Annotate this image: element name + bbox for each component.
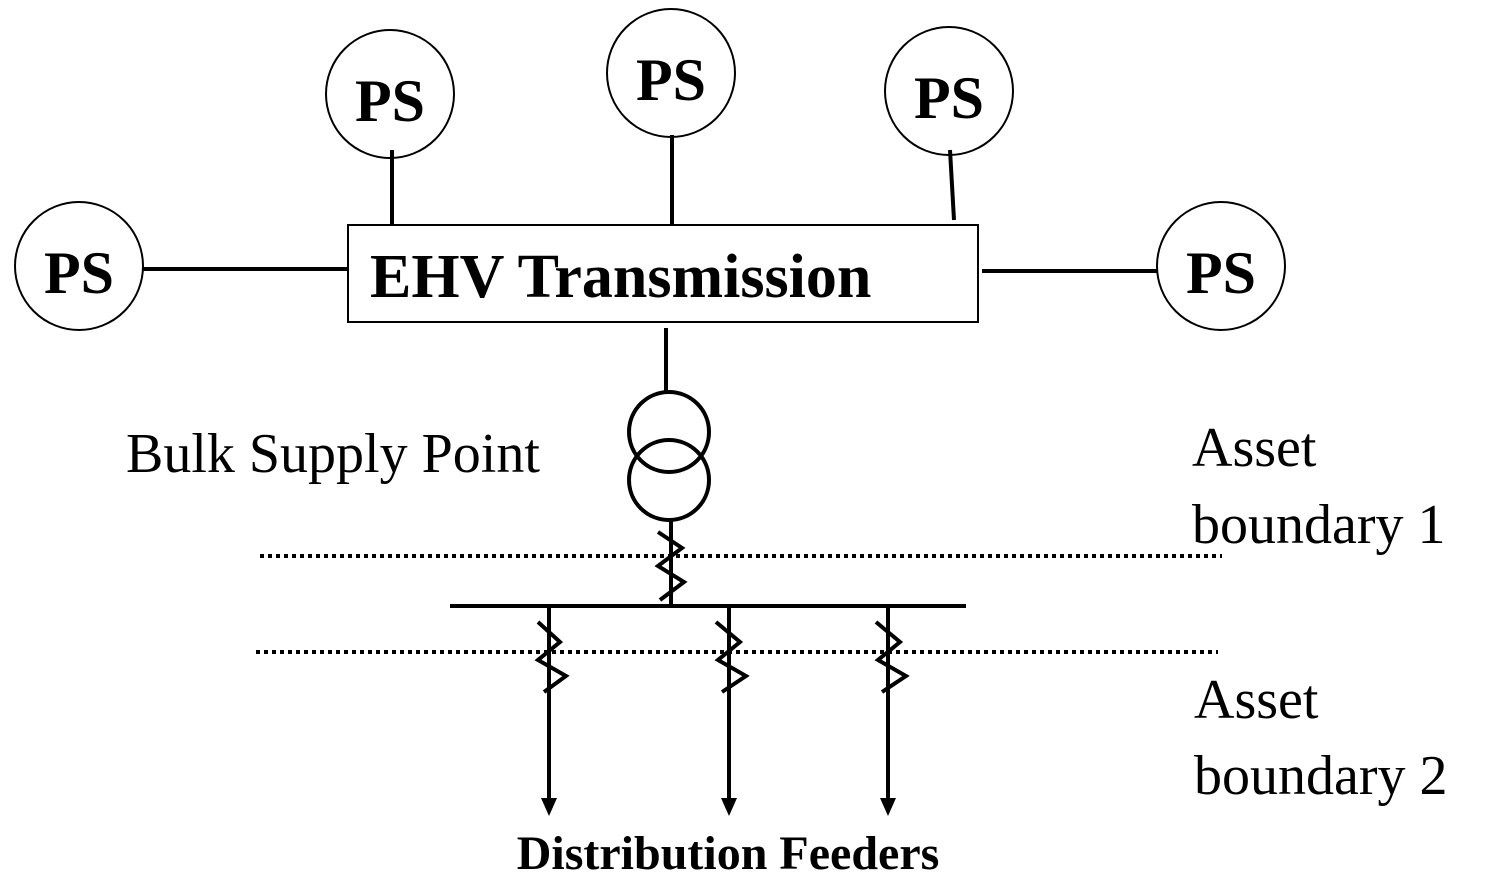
circuit-breaker-icon (874, 620, 910, 694)
power-station-top-left: PS (325, 29, 455, 159)
asset-boundary-1-line2: boundary 1 (1192, 494, 1446, 556)
asset-boundary-label-2: Asset boundary 2 (1194, 669, 1448, 807)
power-station-left: PS (14, 201, 144, 331)
arrow-down-icon (721, 798, 737, 816)
asset-boundary-2-line1: Asset (1194, 669, 1319, 731)
power-station-circle (884, 26, 1014, 156)
power-station-label: PS (44, 240, 114, 306)
bulk-supply-point-label: Bulk Supply Point (126, 423, 540, 485)
power-station-top-right: PS (884, 26, 1014, 156)
power-station-circle (1156, 201, 1286, 331)
distribution-feeders-label: Distribution Feeders (517, 827, 940, 874)
power-station-circle (325, 29, 455, 159)
circuit-breaker-icon (534, 620, 570, 694)
power-station-label: PS (355, 68, 425, 134)
power-station-label: PS (1186, 240, 1256, 306)
arrow-down-icon (541, 798, 557, 816)
connector-ps-top-right (948, 149, 956, 221)
feeder-1 (534, 606, 570, 816)
arrow-down-icon (880, 798, 896, 816)
asset-boundary-2-line2: boundary 2 (1194, 745, 1448, 807)
circuit-breaker-icon (654, 530, 688, 602)
power-station-label: PS (636, 47, 706, 113)
circuit-breaker-icon (714, 620, 750, 694)
power-station-label: PS (914, 65, 984, 131)
feeder-3 (874, 606, 910, 816)
power-station-circle (14, 201, 144, 331)
asset-boundary-1-line1: Asset (1192, 417, 1317, 479)
power-station-top-center: PS (606, 8, 736, 138)
power-station-right: PS (1156, 201, 1286, 331)
transmission-label: EHV Transmission (370, 243, 871, 311)
transformer-icon (627, 390, 711, 522)
transmission-box: EHV Transmission (347, 224, 979, 323)
asset-boundary-label-1: Asset boundary 1 (1192, 417, 1446, 556)
feeder-2 (714, 606, 750, 816)
power-station-circle (606, 8, 736, 138)
transmission-rect (347, 224, 979, 323)
